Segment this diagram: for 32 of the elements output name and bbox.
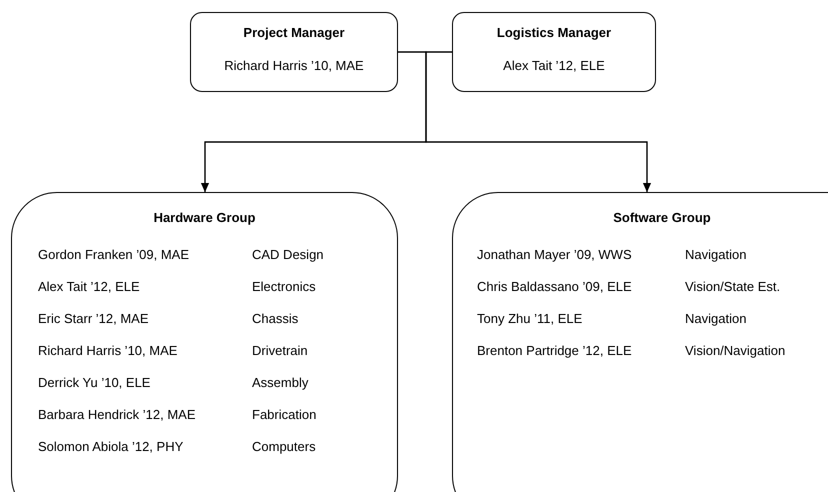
box-heading: Software Group (612, 210, 712, 226)
person-name: Richard Harris ’10, MAE (224, 58, 364, 74)
member-role: Chassis (252, 311, 300, 327)
member-name: Barbara Hendrick ’12, MAE (38, 407, 197, 423)
box-heading: Hardware Group (152, 210, 256, 226)
member-name: Brenton Partridge ’12, ELE (477, 343, 633, 359)
member-name: Solomon Abiola ’12, PHY (38, 439, 184, 455)
member-role: Assembly (252, 375, 310, 391)
member-name: Alex Tait ’12, ELE (38, 279, 141, 295)
person-name: Alex Tait ’12, ELE (503, 58, 605, 74)
box-heading: Logistics Manager (496, 25, 612, 41)
member-name: Richard Harris ’10, MAE (38, 343, 178, 359)
member-role: Fabrication (252, 407, 318, 423)
member-role: Vision/State Est. (685, 279, 782, 295)
member-name: Derrick Yu ’10, ELE (38, 375, 152, 391)
member-name: Gordon Franken ’09, MAE (38, 247, 190, 263)
box-heading: Project Manager (243, 25, 345, 41)
group-box (452, 192, 828, 492)
member-name: Chris Baldassano ’09, ELE (477, 279, 633, 295)
member-name: Eric Starr ’12, MAE (38, 311, 150, 327)
group-box (11, 192, 398, 492)
member-role: Drivetrain (252, 343, 309, 359)
role-box (452, 12, 656, 92)
member-name: Tony Zhu ’11, ELE (477, 311, 584, 327)
member-role: Navigation (685, 247, 748, 263)
member-role: Electronics (252, 279, 317, 295)
member-name: Jonathan Mayer ’09, WWS (477, 247, 633, 263)
role-box (190, 12, 398, 92)
member-role: Computers (252, 439, 317, 455)
member-role: Vision/Navigation (685, 343, 786, 359)
member-role: Navigation (685, 311, 748, 327)
member-role: CAD Design (252, 247, 325, 263)
